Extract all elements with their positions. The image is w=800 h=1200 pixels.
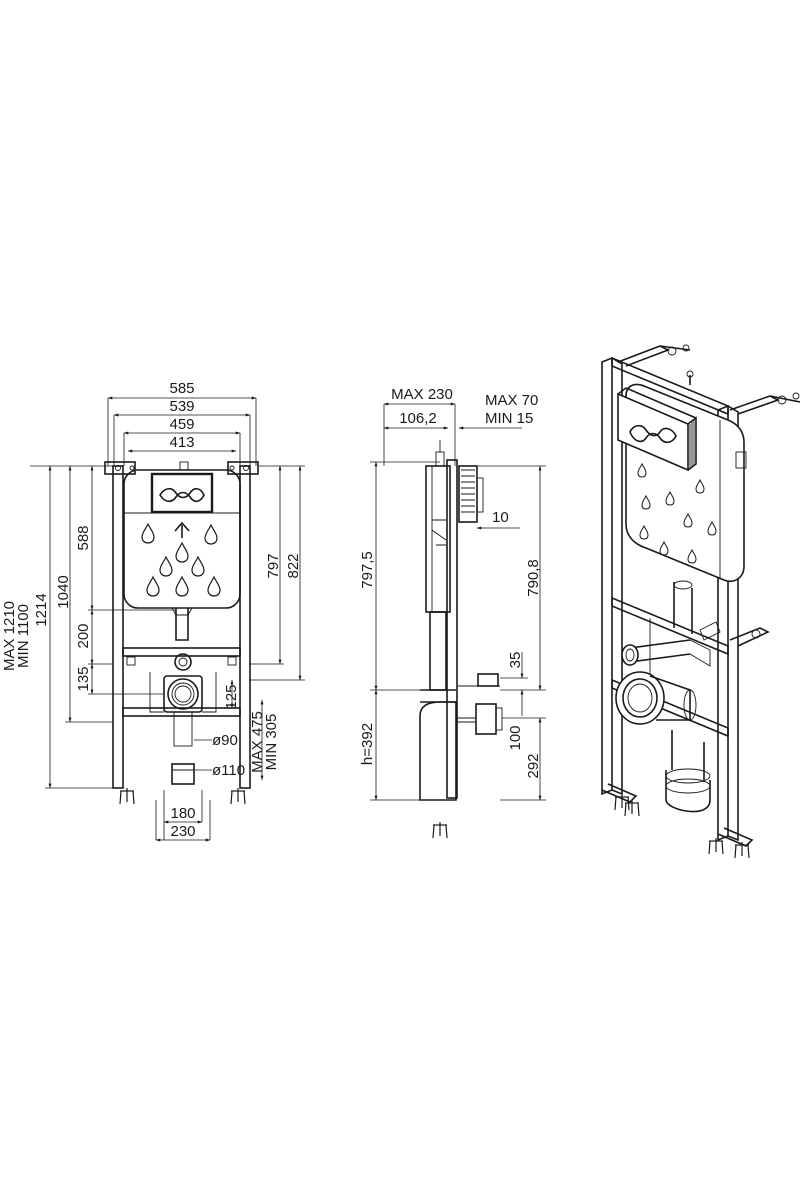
side-frame <box>446 459 458 799</box>
dim-230: 230 <box>170 823 195 840</box>
dim-292: 292 <box>525 753 542 778</box>
drain-outlet <box>167 678 199 710</box>
dim-585: 585 <box>169 380 194 397</box>
dim-100: 100 <box>507 725 524 750</box>
dim-539: 539 <box>169 398 194 415</box>
water-drop-icon <box>141 523 155 544</box>
water-drop-icon <box>175 542 189 563</box>
isometric-view <box>601 344 800 859</box>
water-drop-icon <box>191 556 205 577</box>
dim-135: 135 <box>75 666 92 691</box>
side-flush-pipe <box>429 611 447 691</box>
dim-max1210: MAX 1210 <box>1 601 18 671</box>
dim-min15: MIN 15 <box>485 410 533 427</box>
dim-35: 35 <box>507 652 524 669</box>
flush-pipe <box>175 608 189 641</box>
water-drop-icon <box>146 576 160 597</box>
dim-106-2: 106,2 <box>399 410 437 427</box>
dim-h392: h=392 <box>359 723 376 765</box>
water-drop-icon <box>159 556 173 577</box>
dim-200: 200 <box>75 623 92 648</box>
dim-822: 822 <box>285 553 302 578</box>
dim-1040: 1040 <box>55 575 72 608</box>
water-drop-icon <box>204 524 218 545</box>
flush-plate <box>150 472 214 514</box>
dim-diameter-90: ø90 <box>212 732 238 749</box>
dim-797-5: 797,5 <box>359 551 376 589</box>
dim-459: 459 <box>169 416 194 433</box>
dim-797: 797 <box>265 553 282 578</box>
iso-flush-plate-logo-icon <box>629 424 677 444</box>
side-view: MAX 230 106,2 MAX 70 MIN 15 10 797,5 h=3… <box>359 386 546 839</box>
dim-max70: MAX 70 <box>485 392 538 409</box>
inlet-connector <box>174 653 192 671</box>
frame-left-leg <box>112 465 124 789</box>
dim-min305: MIN 305 <box>263 714 280 771</box>
dim-790-8: 790,8 <box>525 559 542 597</box>
waste-pipe <box>171 763 195 785</box>
dim-1214: 1214 <box>33 593 50 626</box>
dim-10: 10 <box>492 509 509 526</box>
water-drop-icon <box>175 576 189 597</box>
dim-min1100: MIN 1100 <box>15 604 32 668</box>
front-view: 585 539 459 413 1214 1040 588 200 135 MA… <box>1 380 305 842</box>
dim-max475: MAX 475 <box>249 711 266 773</box>
flush-plate-logo-icon <box>159 487 205 503</box>
iso-inlet <box>621 644 639 666</box>
dim-diameter-110: ø110 <box>212 762 245 779</box>
dim-max230: MAX 230 <box>391 386 453 403</box>
iso-waste-pipe <box>665 770 711 813</box>
water-drop-icon <box>207 576 221 597</box>
dim-180: 180 <box>170 805 195 822</box>
dim-413: 413 <box>169 434 194 451</box>
side-waste-elbow <box>419 701 457 801</box>
dim-588: 588 <box>75 525 92 550</box>
cistern-tank <box>123 469 241 609</box>
dim-125: 125 <box>223 684 240 709</box>
